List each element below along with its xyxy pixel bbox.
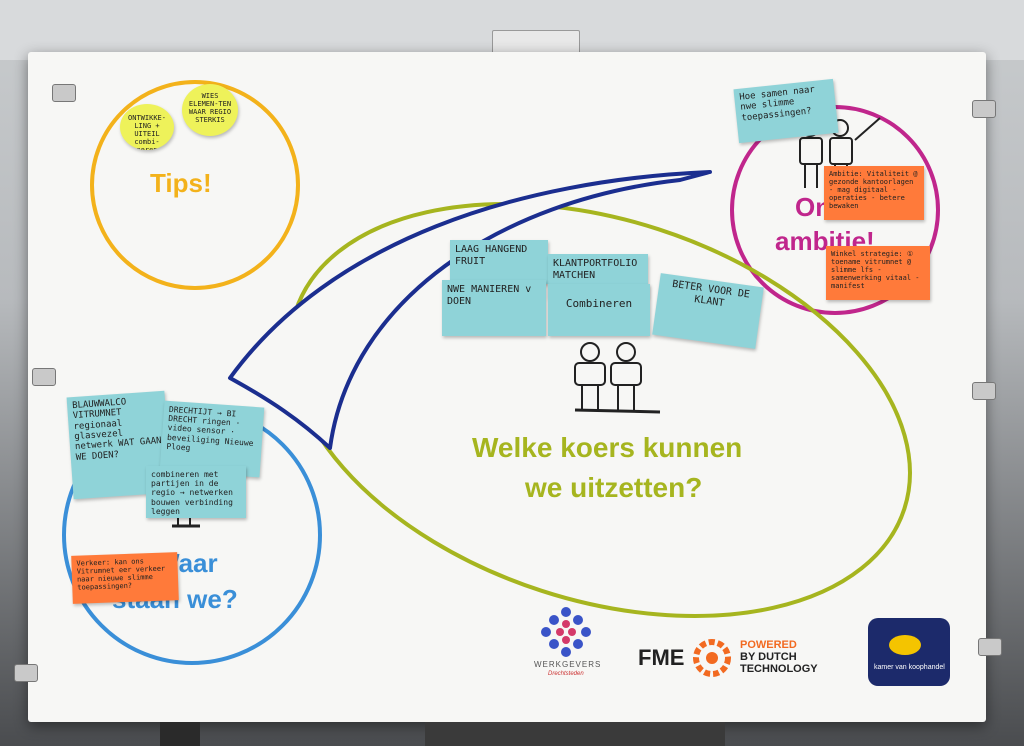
sticky-note: combineren met partijen in de regio → ne… <box>146 466 246 518</box>
binder-clip <box>32 368 56 386</box>
werkgevers-logo-text: WERKGEVERS <box>534 660 602 669</box>
kvk-logo-icon <box>889 635 921 655</box>
sticky-note: NWE MANIEREN v DOEN <box>442 280 546 336</box>
sticky-note: Hoe samen naar nwe slimme toepassingen? <box>733 78 839 144</box>
fme-gear-icon <box>693 639 731 677</box>
tips-circle <box>90 80 300 290</box>
fme-logo-text: FME <box>638 645 685 670</box>
werkgevers-logo-icon <box>541 607 591 657</box>
sticky-note: Winkel strategie: ① toename vitrumnet @ … <box>826 246 930 300</box>
werkgevers-logo-subtext: Drechtsteden <box>548 671 584 677</box>
sticky-note: Combineren <box>548 284 650 336</box>
binder-clip <box>972 382 996 400</box>
powered-line1: POWERED <box>740 639 797 651</box>
powered-line2: BY DUTCH <box>740 651 797 663</box>
direction-arrow <box>228 170 712 450</box>
question-line1: Welke koers kunnen <box>472 432 743 463</box>
tips-note: ONTWIKKE-LING + UITEIL combi-neren <box>120 104 174 150</box>
easel-base <box>425 722 725 746</box>
kvk-logo-text: kamer van koophandel <box>874 664 945 671</box>
question-line2: we uitzetten? <box>525 472 703 503</box>
sticky-note: LAAG HANGEND FRUIT <box>450 240 548 284</box>
people-icon <box>574 342 661 414</box>
binder-clip <box>978 638 1002 656</box>
binder-clip <box>14 664 38 682</box>
poster-board <box>28 52 986 722</box>
tips-label: Tips! <box>150 168 212 198</box>
sticky-note: Ambitie: Vitaliteit @ gezonde kantoorlag… <box>824 166 924 220</box>
easel-leg <box>160 722 200 746</box>
powered-line3: TECHNOLOGY <box>740 663 818 675</box>
binder-clip <box>972 100 996 118</box>
tips-note: WIES ELEMEN-TEN WAAR REGIO STERKIS <box>182 84 238 136</box>
binder-clip <box>52 84 76 102</box>
sticky-note: Verkeer: kan ons Vitrumnet eer verkeer n… <box>71 552 179 604</box>
